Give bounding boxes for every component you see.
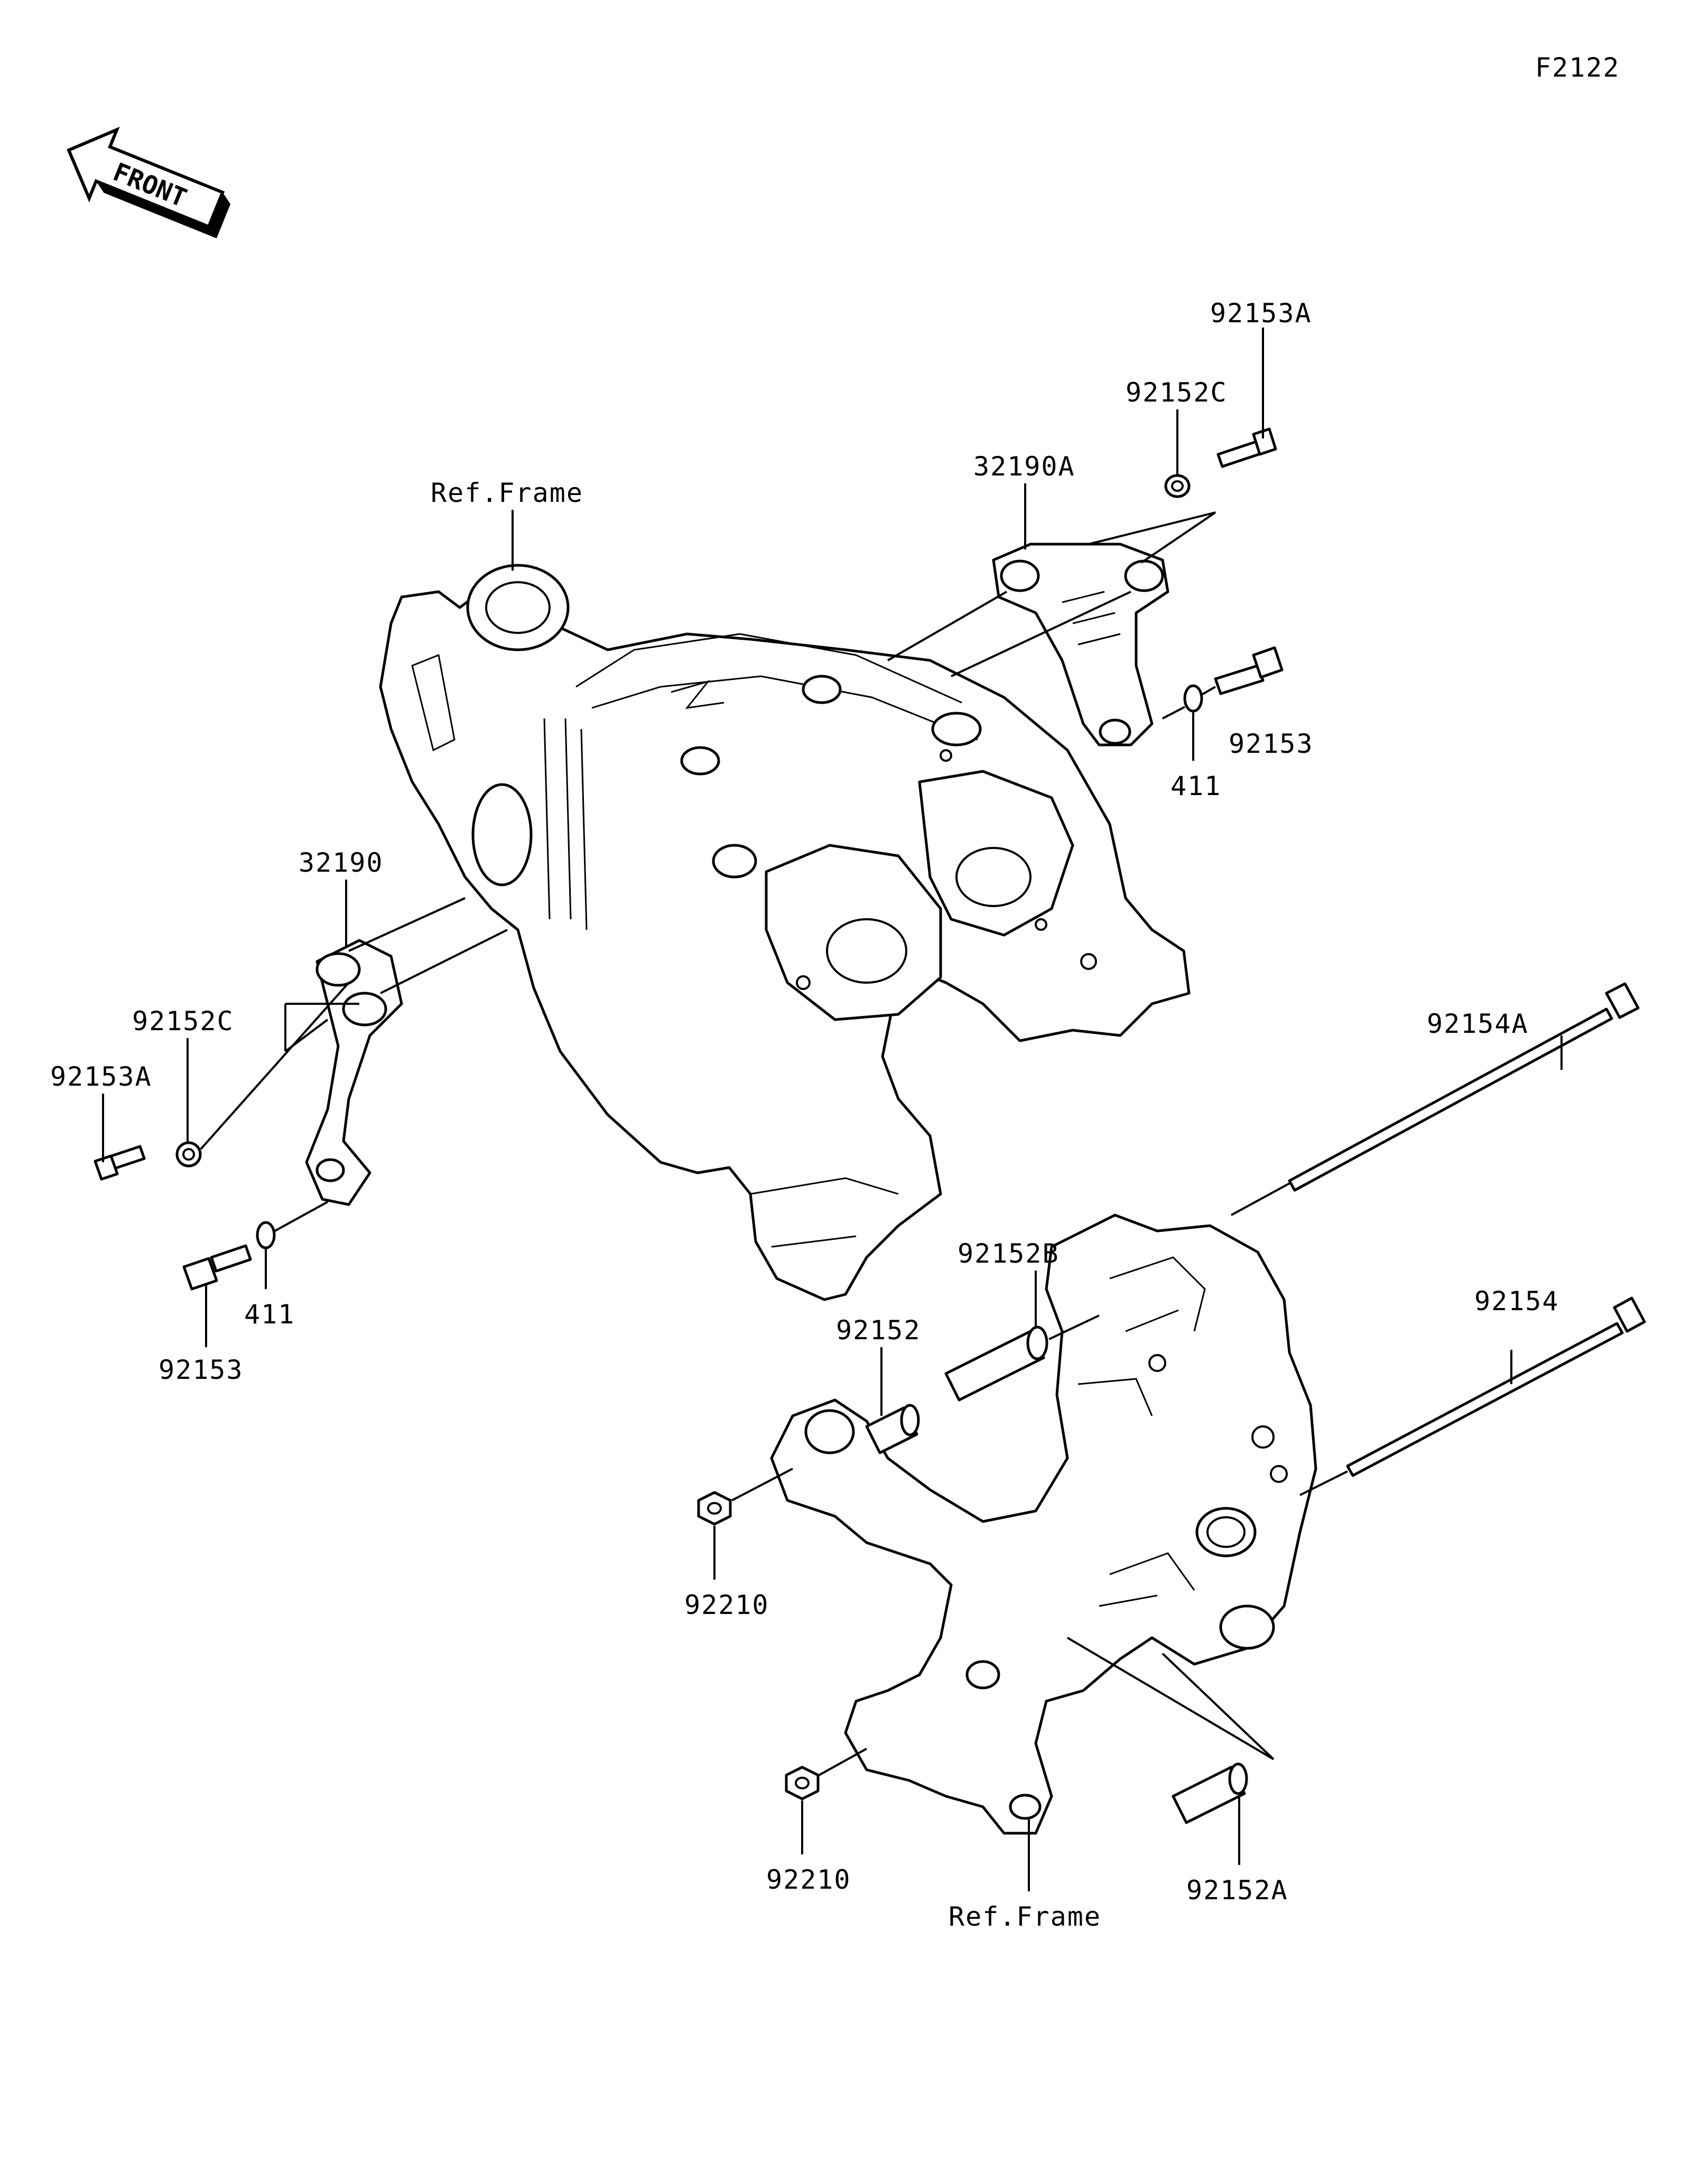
label-92153a-left: 92153A [50,1061,152,1092]
washer-411-right [1183,684,1203,713]
bolt-92154 [1346,1296,1646,1477]
label-92210-lower: 92210 [766,1864,851,1895]
figure-code: F2122 [1535,52,1620,83]
collar-92152b [944,1326,1048,1402]
label-92154: 92154 [1474,1286,1559,1317]
label-411-left: 411 [244,1299,295,1330]
bolt-92153a-left [94,1145,146,1181]
leader-lines [102,328,1563,1891]
label-92154a: 92154A [1427,1009,1529,1039]
label-32190: 32190 [299,847,384,878]
label-92152b: 92152B [958,1238,1060,1269]
bolt-92153-right [1214,646,1284,695]
label-92152c-left: 92152C [132,1006,234,1037]
label-ref-frame-top: Ref.Frame [431,478,583,508]
label-92153-left: 92153 [159,1355,244,1385]
label-92153-right: 92153 [1229,729,1314,759]
washer-411-left [256,1221,276,1249]
label-92152: 92152 [836,1315,921,1346]
label-92152c-top: 92152C [1126,377,1228,408]
engine-mount-bracket [770,1214,1317,1835]
bolt-92153-left [182,1244,252,1291]
bolt-92154a [1288,982,1640,1192]
bolt-92153a-top [1216,427,1277,468]
front-arrow-icon: FRONT [67,126,231,239]
collar-92152 [865,1404,920,1454]
label-92153a-top: 92153A [1210,298,1312,329]
bracket-32190 [305,939,403,1206]
label-92152a: 92152A [1186,1875,1288,1906]
nut-92210-upper [697,1491,732,1526]
label-411-right: 411 [1170,771,1221,801]
nut-92210-lower [785,1766,820,1800]
main-frame [379,564,1191,1301]
label-92210-upper: 92210 [684,1590,769,1620]
label-ref-frame-bottom: Ref.Frame [949,1901,1101,1932]
label-32190a: 32190A [973,451,1075,482]
collar-92152a [1172,1762,1248,1824]
